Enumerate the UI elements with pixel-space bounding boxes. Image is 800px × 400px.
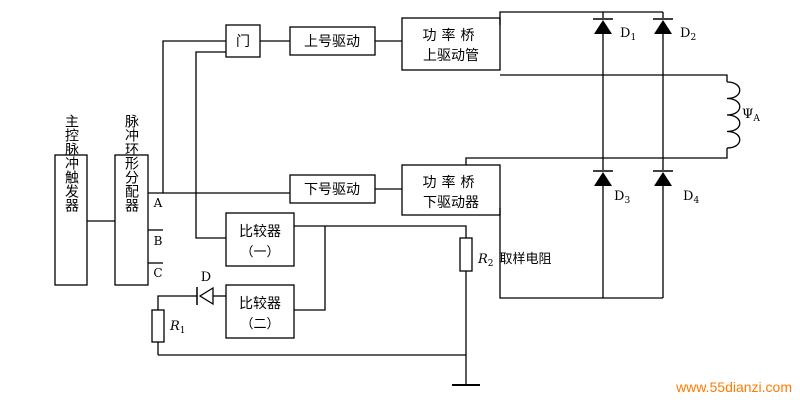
d2-label: D2 <box>680 26 696 43</box>
diode-d1-icon <box>593 18 613 34</box>
d3-label: D3 <box>614 189 630 206</box>
comparator1-label-line2: （一） <box>240 245 279 260</box>
winding-label: ΨA <box>742 107 760 124</box>
distributor-label: 脉冲环形分配器 <box>123 114 139 212</box>
winding-coil-icon <box>726 81 741 149</box>
r1-label: R1 <box>169 319 186 336</box>
trigger-block <box>54 154 88 286</box>
port-b-label: B <box>154 234 163 248</box>
resistor-r1 <box>151 309 165 343</box>
d4-label: D4 <box>683 189 699 206</box>
diode-d2-icon <box>653 18 673 34</box>
comparator2-block <box>225 284 295 339</box>
upper-signal-drive-label: 上号驱动 <box>304 34 360 50</box>
comparator1-block <box>225 212 295 267</box>
bridge-upper-label-line1: 功率桥 <box>423 27 480 44</box>
watermark-text: www.55dianzi.com <box>675 379 792 395</box>
bridge-upper-label-line2: 上驱动管 <box>423 48 479 64</box>
wiring <box>87 11 728 386</box>
diode-d4-icon <box>653 170 673 186</box>
comparator1-label-line1: 比较器 <box>239 224 281 240</box>
bridge-upper-block <box>401 17 501 71</box>
distributor-block <box>114 154 149 286</box>
bridge-lower-block <box>401 164 501 216</box>
gate-label: 门 <box>236 34 250 50</box>
diode-d-label: D <box>201 270 211 285</box>
diode-d3-icon <box>593 170 613 186</box>
d1-label: D1 <box>620 26 636 43</box>
lower-signal-drive-label: 下号驱动 <box>304 182 360 198</box>
bridge-lower-label-line2: 下驱动器 <box>423 195 479 211</box>
bridge-lower-label-line1: 功率桥 <box>423 174 480 191</box>
comparator2-label-line1: 比较器 <box>239 296 281 312</box>
port-a-label: A <box>153 196 163 210</box>
resistor-r2 <box>459 237 473 272</box>
port-c-label: C <box>153 266 162 280</box>
diode-d-icon <box>190 286 214 306</box>
trigger-label: 主控脉冲触发器 <box>63 114 79 212</box>
comparator2-label-line2: （二） <box>240 317 279 332</box>
